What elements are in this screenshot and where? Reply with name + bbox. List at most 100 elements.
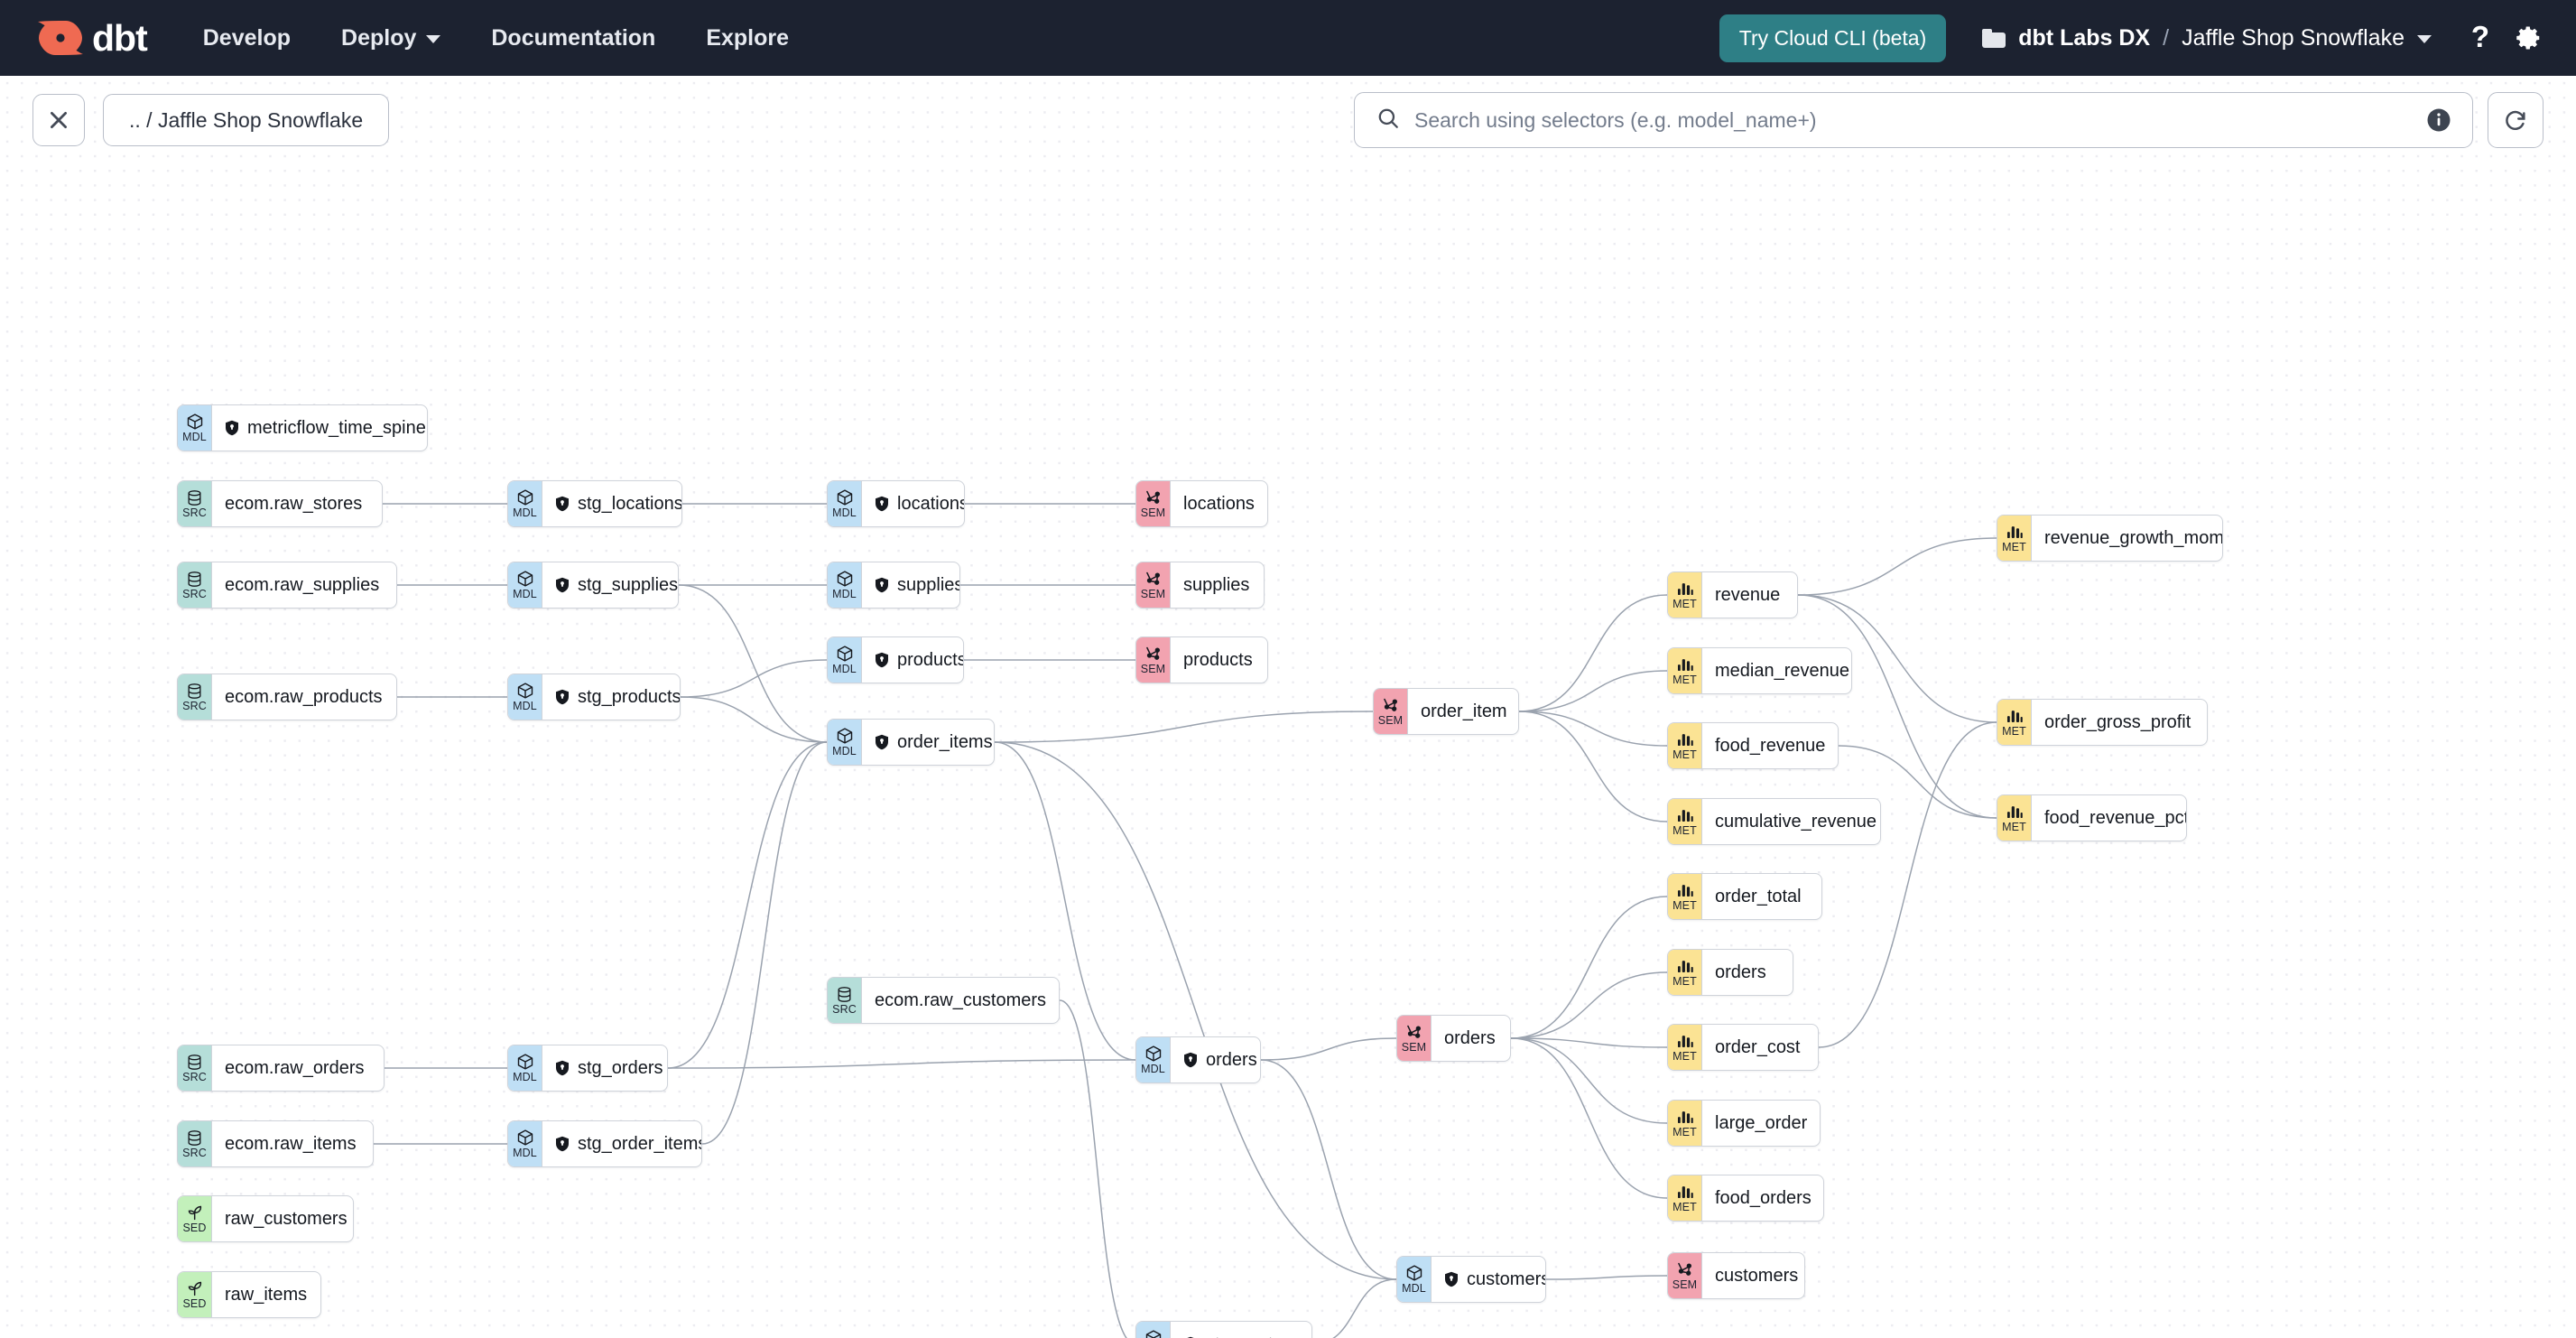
node-label: supplies [897, 575, 960, 595]
mdl-icon [1405, 1264, 1423, 1282]
edge-sem_order_item-to-met_food_revenue [1518, 711, 1668, 747]
info-icon[interactable] [2425, 107, 2452, 134]
mdl-type-badge: MDL [828, 562, 862, 608]
mdl-icon [516, 488, 534, 506]
node-label: large_order [1715, 1113, 1808, 1133]
edge-customers_mdl-to-sem_customers [1545, 1275, 1668, 1280]
gear-icon[interactable] [2509, 18, 2549, 58]
nav-link-deploy[interactable]: Deploy [341, 25, 441, 51]
dbt-logo[interactable]: dbt [32, 17, 148, 59]
mdl-type-badge: MDL [828, 637, 862, 683]
node-type-code: SRC [182, 1147, 207, 1159]
nav-link-develop[interactable]: Develop [203, 25, 291, 51]
node-type-code: MDL [513, 588, 537, 600]
met-icon [1676, 806, 1694, 824]
node-body: order_item [1408, 689, 1518, 734]
breadcrumb-project-pill[interactable]: .. / Jaffle Shop Snowflake [103, 94, 390, 146]
nav-link-documentation[interactable]: Documentation [491, 25, 655, 51]
graph-node-raw_items[interactable]: SRC ecom.raw_items [177, 1120, 374, 1167]
mdl-type-badge: MDL [178, 405, 212, 451]
mdl-type-badge: MDL [508, 481, 542, 526]
nav-link-explore[interactable]: Explore [706, 25, 789, 51]
src-icon [186, 682, 203, 700]
mdl-type-badge: MDL [1136, 1322, 1171, 1338]
lineage-edges [374, 503, 1997, 1338]
shield-icon [875, 652, 889, 668]
mdl-type-badge: MDL [828, 481, 862, 526]
edge-met_order_cost-to-met_order_gross_profit [1818, 721, 1997, 1048]
search-input[interactable] [1414, 107, 2411, 133]
node-type-code: SRC [182, 700, 207, 712]
mdl-type-badge: MDL [508, 674, 542, 720]
node-body: revenue_growth_mom [2032, 516, 2222, 561]
edge-orders_mdl-to-customers_mdl [1260, 1059, 1397, 1280]
shield-icon [875, 496, 889, 512]
edge-stg_orders-to-order_items [667, 741, 828, 1069]
help-icon[interactable]: ? [2460, 18, 2500, 58]
src-icon [836, 985, 853, 1003]
node-label: ecom.raw_stores [225, 494, 363, 514]
search-container[interactable] [1354, 92, 2473, 148]
mdl-icon [186, 413, 204, 431]
breadcrumb-project-label: Jaffle Shop Snowflake [2182, 24, 2405, 51]
node-type-code: MDL [513, 1147, 537, 1159]
sem-type-badge: SEM [1668, 1253, 1702, 1298]
graph-node-stg_products[interactable]: MDL stg_products [507, 674, 681, 720]
node-label: orders [1444, 1028, 1496, 1048]
try-cloud-cli-button[interactable]: Try Cloud CLI (beta) [1719, 14, 1947, 62]
refresh-icon[interactable] [2488, 92, 2544, 148]
mdl-icon [836, 727, 854, 745]
node-body: locations [1171, 481, 1267, 526]
close-icon[interactable] [32, 94, 85, 146]
breadcrumb-account-project[interactable]: dbt Labs DX / Jaffle Shop Snowflake [1982, 25, 2432, 51]
edge-sem_orders-to-met_orders [1510, 971, 1668, 1039]
node-body: order_total [1702, 874, 1818, 919]
node-label: stg_products [578, 687, 681, 707]
shield-icon [1444, 1271, 1459, 1287]
sem-type-badge: SEM [1136, 481, 1171, 526]
sed-type-badge: SED [178, 1196, 212, 1241]
node-label: stg_orders [578, 1058, 663, 1078]
graph-node-supplies[interactable]: MDL supplies [827, 562, 960, 609]
mdl-type-badge: MDL [1397, 1257, 1432, 1302]
node-label: ecom.raw_items [225, 1134, 357, 1154]
met-icon [1676, 1032, 1694, 1050]
